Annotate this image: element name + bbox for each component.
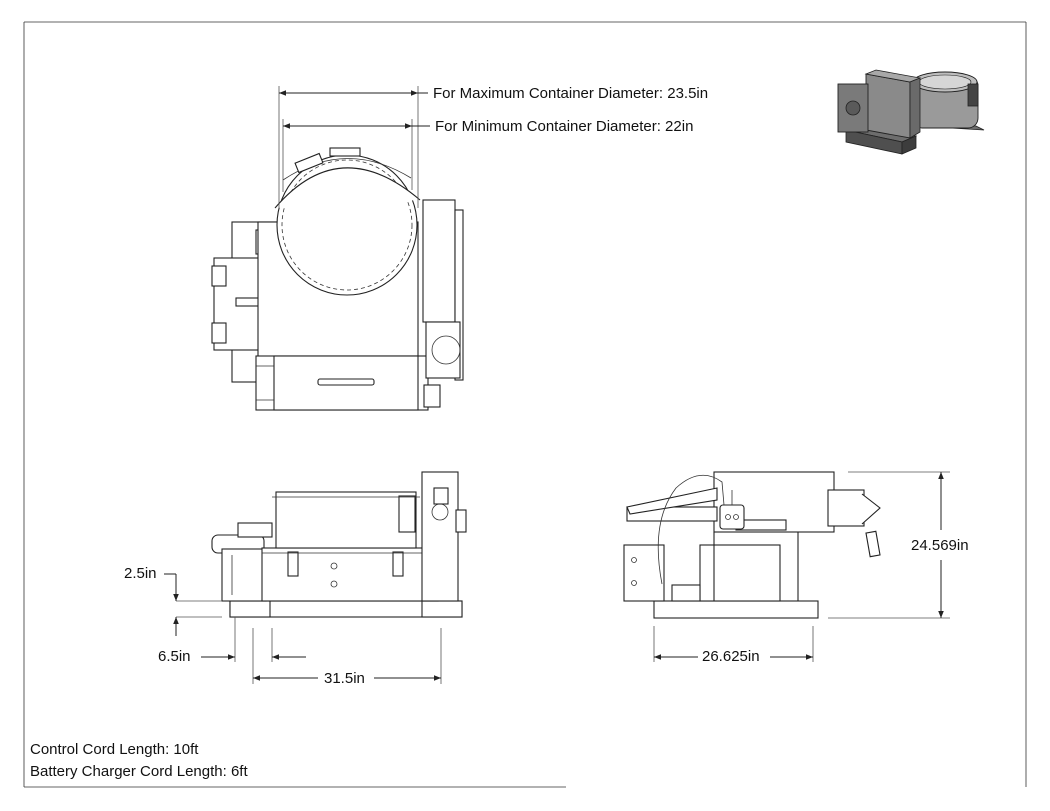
front-view-dimensions xyxy=(164,573,442,684)
sheet-border xyxy=(23,21,1027,788)
control-cord-note: Control Cord Length: 10ft xyxy=(30,741,199,758)
top-view xyxy=(211,147,464,411)
side-height-label: 24.569in xyxy=(911,537,969,554)
front-clearance-label: 2.5in xyxy=(124,565,157,582)
min-container-label: For Minimum Container Diameter: 22in xyxy=(435,118,693,135)
front-view xyxy=(211,471,467,618)
side-view xyxy=(623,471,881,619)
top-view-dimensions xyxy=(278,86,430,208)
front-offset-label: 6.5in xyxy=(158,648,191,665)
isometric-view xyxy=(837,69,985,155)
front-width-label: 31.5in xyxy=(324,670,365,687)
charger-cord-note: Battery Charger Cord Length: 6ft xyxy=(30,763,248,780)
max-container-label: For Maximum Container Diameter: 23.5in xyxy=(433,85,708,102)
side-view-dimensions xyxy=(653,471,950,662)
side-depth-label: 26.625in xyxy=(702,648,760,665)
